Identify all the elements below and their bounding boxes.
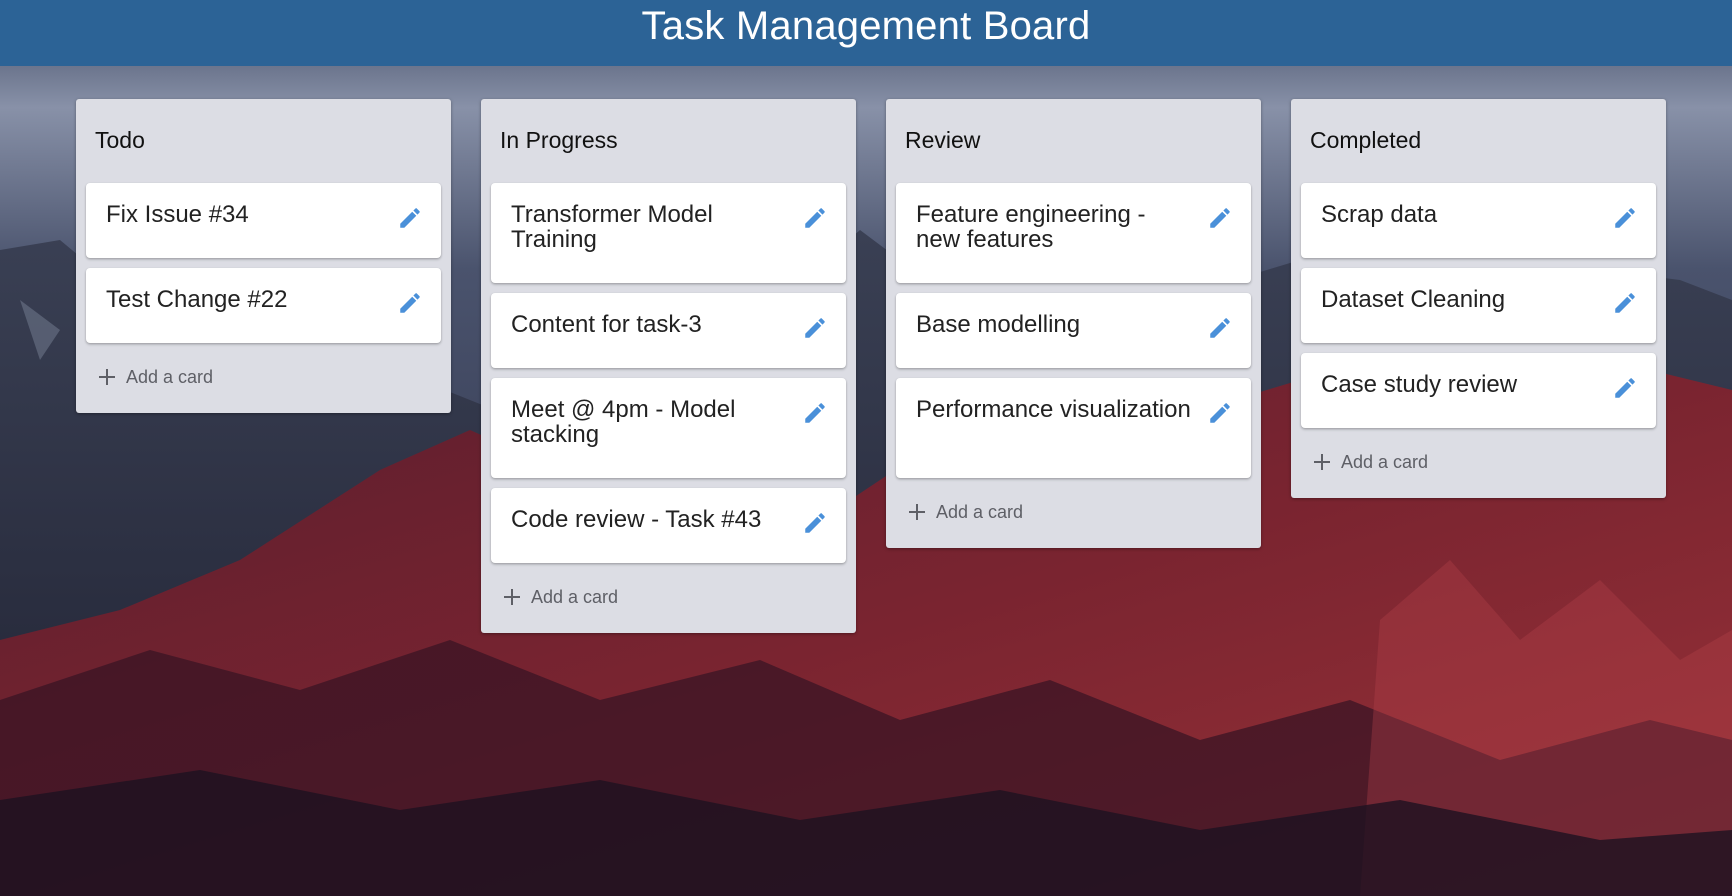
plus-icon	[1314, 454, 1330, 470]
card-text: Dataset Cleaning	[1321, 286, 1506, 313]
add-card-button[interactable]: Add a card	[1301, 438, 1656, 486]
plus-icon	[504, 589, 520, 605]
card[interactable]: Base modelling	[896, 293, 1251, 368]
pencil-icon[interactable]	[1207, 315, 1233, 341]
list-review: Review Feature engineering - new feature…	[886, 99, 1261, 548]
card-text: Transformer Model Training	[511, 201, 713, 253]
card[interactable]: Case study review	[1301, 353, 1656, 428]
card[interactable]: Test Change #22	[86, 268, 441, 343]
pencil-icon[interactable]	[1612, 205, 1638, 231]
card-text: Meet @ 4pm - Model stacking	[511, 396, 736, 448]
pencil-icon[interactable]	[397, 205, 423, 231]
list-todo: Todo Fix Issue #34 Test Change #22 Add a…	[76, 99, 451, 413]
card-text: Case study review	[1321, 371, 1518, 398]
card[interactable]: Code review - Task #43	[491, 488, 846, 563]
add-card-button[interactable]: Add a card	[896, 488, 1251, 536]
list-title: Completed	[1310, 127, 1422, 153]
card-text: Base modelling	[916, 311, 1081, 338]
plus-icon	[909, 504, 925, 520]
pencil-icon[interactable]	[802, 510, 828, 536]
board: Todo Fix Issue #34 Test Change #22 Add a…	[76, 99, 1666, 633]
plus-icon	[99, 369, 115, 385]
pencil-icon[interactable]	[1207, 205, 1233, 231]
list-title: In Progress	[500, 127, 618, 153]
card-text: Content for task-3	[511, 311, 702, 338]
pencil-icon[interactable]	[802, 205, 828, 231]
card[interactable]: Content for task-3	[491, 293, 846, 368]
list-title: Todo	[95, 127, 145, 153]
pencil-icon[interactable]	[1207, 400, 1233, 426]
pencil-icon[interactable]	[397, 290, 423, 316]
list-title: Review	[905, 127, 981, 153]
card[interactable]: Scrap data	[1301, 183, 1656, 258]
card[interactable]: Performance visualization	[896, 378, 1251, 478]
list-in-progress: In Progress Transformer Model Training C…	[481, 99, 856, 633]
add-card-label: Add a card	[531, 586, 619, 607]
card[interactable]: Feature engineering - new features	[896, 183, 1251, 283]
card[interactable]: Fix Issue #34	[86, 183, 441, 258]
add-card-label: Add a card	[936, 501, 1024, 522]
app-header: Task Management Board	[0, 0, 1732, 66]
page-title: Task Management Board	[641, 4, 1091, 48]
add-card-button[interactable]: Add a card	[491, 573, 846, 621]
card-text: Code review - Task #43	[511, 506, 762, 533]
pencil-icon[interactable]	[1612, 375, 1638, 401]
pencil-icon[interactable]	[802, 400, 828, 426]
card-text: Scrap data	[1321, 201, 1438, 228]
card[interactable]: Meet @ 4pm - Model stacking	[491, 378, 846, 478]
card-text: Test Change #22	[106, 286, 288, 313]
list-completed: Completed Scrap data Dataset Cleaning Ca…	[1291, 99, 1666, 498]
card-text: Performance visualization	[916, 396, 1191, 423]
add-card-label: Add a card	[126, 366, 214, 387]
card-text: Fix Issue #34	[106, 201, 249, 228]
add-card-button[interactable]: Add a card	[86, 353, 441, 401]
pencil-icon[interactable]	[802, 315, 828, 341]
add-card-label: Add a card	[1341, 451, 1429, 472]
pencil-icon[interactable]	[1612, 290, 1638, 316]
card-text: Feature engineering - new features	[916, 201, 1146, 253]
card[interactable]: Dataset Cleaning	[1301, 268, 1656, 343]
card[interactable]: Transformer Model Training	[491, 183, 846, 283]
